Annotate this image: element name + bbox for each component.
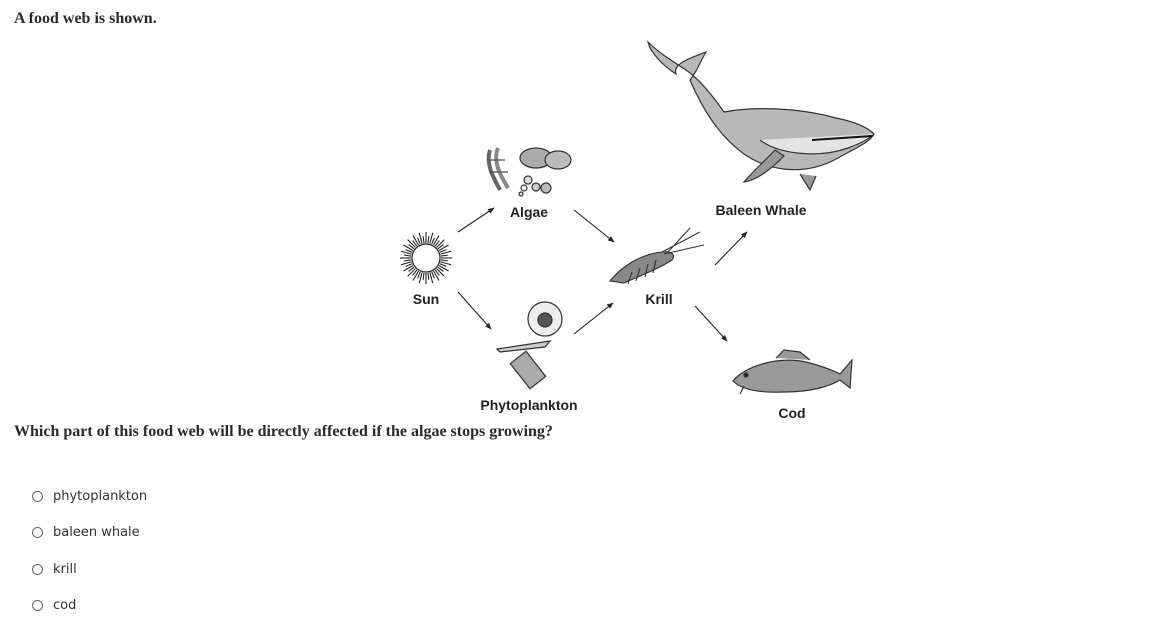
answer-options: phytoplankton baleen whale krill cod — [32, 478, 147, 624]
option-label: krill — [53, 562, 77, 577]
arrow-krill-cod — [695, 306, 727, 341]
option-phytoplankton[interactable]: phytoplankton — [32, 478, 147, 515]
phytoplankton-icon — [497, 302, 562, 389]
arrow-phytoplankton-krill — [574, 303, 613, 334]
food-web-arrows — [458, 208, 747, 341]
label-phytoplankton: Phytoplankton — [480, 397, 577, 413]
krill-icon — [610, 228, 704, 284]
baleen-whale-icon — [648, 42, 874, 190]
option-label: cod — [53, 598, 76, 613]
arrow-sun-algae — [458, 208, 494, 232]
option-label: phytoplankton — [53, 489, 147, 504]
label-cod: Cod — [778, 405, 805, 421]
question-text: Which part of this food web will be dire… — [14, 423, 553, 441]
option-baleen-whale[interactable]: baleen whale — [32, 515, 147, 552]
cod-icon — [733, 350, 852, 394]
option-label: baleen whale — [53, 525, 140, 540]
algae-icon — [487, 148, 571, 196]
label-krill: Krill — [645, 291, 672, 307]
arrow-krill-whale — [715, 232, 747, 265]
radio-button[interactable] — [32, 600, 43, 611]
label-sun: Sun — [413, 291, 439, 307]
option-krill[interactable]: krill — [32, 551, 147, 588]
radio-button[interactable] — [32, 491, 43, 502]
arrow-sun-phytoplankton — [458, 292, 491, 329]
arrow-algae-krill — [574, 210, 614, 242]
radio-button[interactable] — [32, 564, 43, 575]
sun-icon — [400, 232, 452, 284]
food-web-diagram: Sun Algae Phytoplankton Krill Baleen Wha… — [0, 0, 1162, 440]
label-algae: Algae — [510, 204, 548, 220]
label-baleen-whale: Baleen Whale — [715, 202, 806, 218]
radio-button[interactable] — [32, 527, 43, 538]
